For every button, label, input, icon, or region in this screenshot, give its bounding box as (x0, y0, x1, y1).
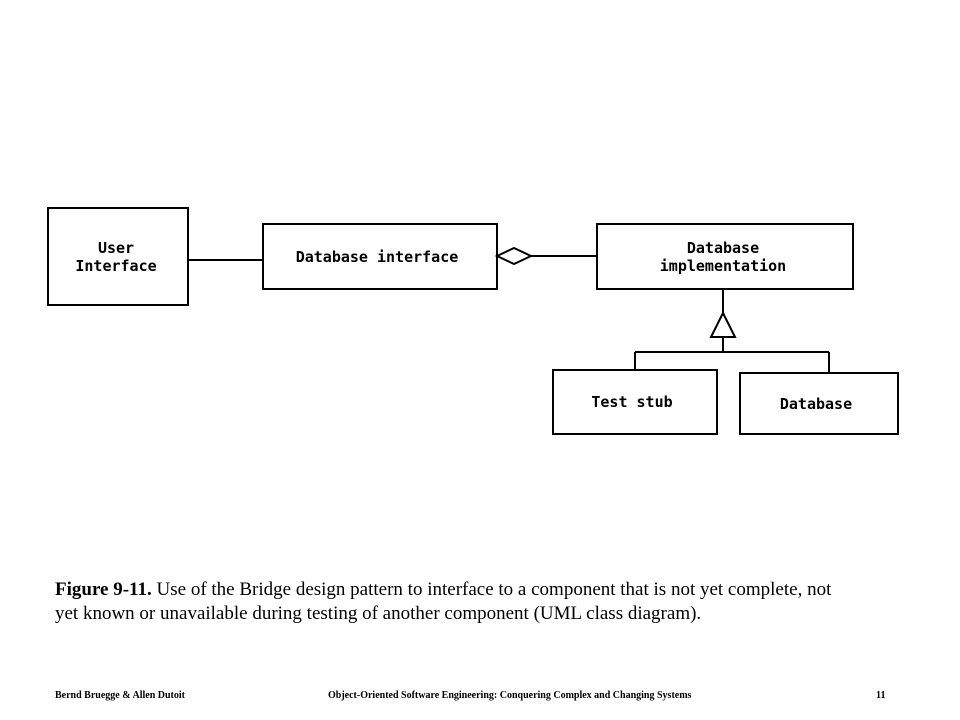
class-label-database-implementation-line1: Database (687, 239, 759, 257)
generalization-relationship (634, 289, 830, 373)
class-database-implementation: Database implementation (596, 223, 854, 290)
class-label-database: Database (780, 395, 852, 413)
class-label-user-interface-line2: Interface (75, 257, 156, 275)
footer-page-number: 11 (876, 690, 886, 701)
figure-number: Figure 9-11. (55, 579, 152, 600)
class-label-test-stub: Test stub (591, 393, 672, 411)
aggregation-diamond (494, 246, 534, 266)
class-box-test-stub (552, 369, 718, 435)
figure-caption: Figure 9-11. Use of the Bridge design pa… (55, 578, 855, 626)
figure-caption-text: Use of the Bridge design pattern to inte… (55, 579, 832, 624)
class-database-interface: Database interface (262, 223, 498, 290)
class-box-database-interface (262, 223, 498, 290)
footer-book-title: Object-Oriented Software Engineering: Co… (328, 690, 692, 701)
class-label-database-implementation-line2: implementation (660, 257, 786, 275)
class-user-interface: User Interface (47, 207, 189, 306)
class-label-user-interface-line1: User (98, 239, 134, 257)
class-test-stub: Test stub (552, 369, 718, 435)
class-box-user-interface (47, 207, 189, 306)
class-label-database-interface: Database interface (296, 248, 459, 266)
class-database: Database (739, 372, 899, 435)
class-box-database (739, 372, 899, 435)
generalization-triangle (709, 310, 737, 338)
aggregation-relationship (494, 246, 597, 266)
footer-authors: Bernd Bruegge & Allen Dutoit (55, 690, 185, 701)
class-box-database-implementation (596, 223, 854, 290)
